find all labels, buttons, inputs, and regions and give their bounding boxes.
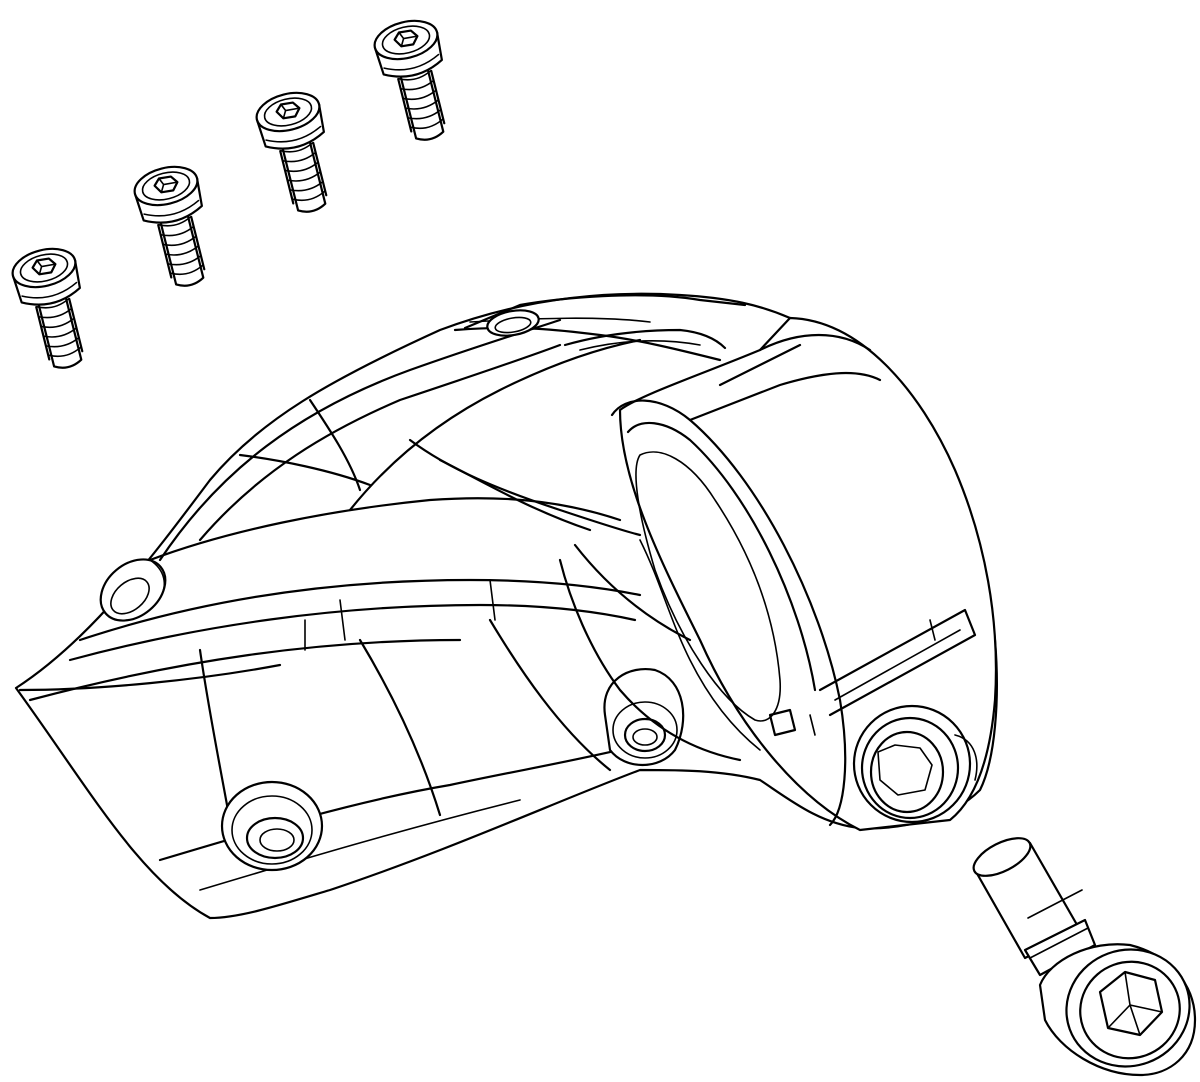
- housing-hole-left: [99, 558, 167, 622]
- short-screw-4: [369, 13, 463, 148]
- housing-hole-middle: [603, 668, 685, 767]
- short-screw-1: [7, 241, 101, 376]
- short-screw-2: [129, 159, 223, 294]
- housing-hole-lower: [220, 780, 324, 872]
- clamp-bolt-bore: [852, 704, 978, 824]
- clamp-housing: [14, 292, 998, 920]
- short-screw-3: [251, 85, 345, 220]
- long-clamp-bolt: [972, 837, 1197, 1077]
- clamp-cylinder: [610, 316, 998, 832]
